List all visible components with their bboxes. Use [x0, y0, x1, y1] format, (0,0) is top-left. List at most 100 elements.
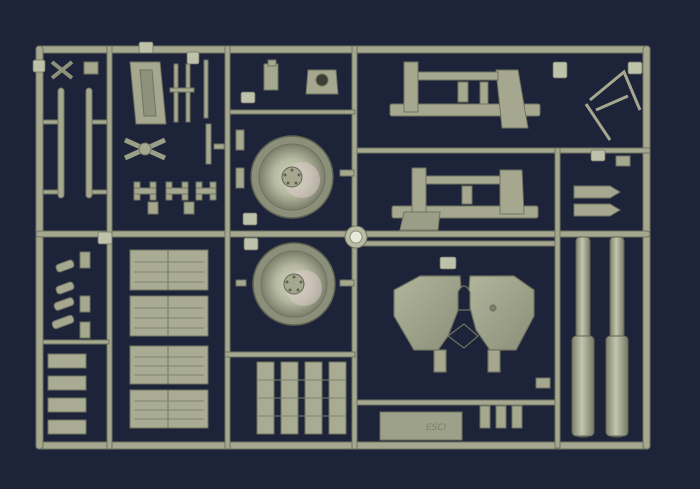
sprue-tag: [97, 231, 113, 245]
small-bracket: [205, 123, 212, 165]
track-plate: [167, 389, 209, 429]
barrel-breech: [571, 335, 595, 437]
shell: [573, 185, 621, 199]
barrel-breech: [605, 335, 629, 437]
barrels: [571, 236, 629, 438]
idler-wheel: [344, 225, 368, 249]
gun-carriage-lower: [391, 167, 539, 231]
small-block: [83, 61, 99, 75]
runner-horizontal-right-2: [356, 240, 558, 247]
bracket-hub: [138, 142, 152, 156]
small-bar: [235, 279, 247, 287]
shield-cutout: [447, 323, 479, 349]
turret-hole: [315, 73, 329, 87]
runner-horizontal-lower: [224, 351, 356, 358]
carriage-bracket: [495, 69, 529, 129]
carriage-arm: [403, 61, 419, 113]
runner-vertical-b: [224, 45, 231, 450]
rod-gate: [91, 189, 108, 195]
sprue-tag: [439, 256, 457, 270]
peg: [55, 281, 75, 295]
small-block: [147, 201, 159, 215]
frame-right: [642, 45, 651, 450]
small-bar: [235, 129, 245, 151]
gun-shield: [393, 275, 535, 373]
lower-right-parts: [479, 377, 551, 429]
rod-gate: [42, 189, 59, 195]
small-bar: [339, 169, 355, 177]
manufacturer-text: ESCI: [426, 423, 447, 433]
small-part: [479, 405, 491, 429]
hub-bolts: [285, 275, 303, 292]
sprue-tag: [242, 212, 258, 226]
track-link: [47, 419, 87, 435]
brace-parts: [584, 69, 642, 141]
small-cylinder: [461, 185, 473, 205]
small-part: [495, 405, 507, 429]
sprue-tag: [240, 91, 256, 104]
link-parts: [133, 181, 217, 215]
hub-bolts: [283, 168, 301, 185]
h-link: [165, 181, 189, 201]
rod-gate: [91, 119, 108, 125]
small-link: [615, 155, 631, 167]
h-link: [133, 181, 157, 201]
runner-horizontal-bottom-right: [356, 399, 558, 406]
road-wheel-upper: [250, 135, 334, 219]
sprue-tag: [186, 51, 200, 65]
peg-post: [79, 295, 91, 313]
track-plate: [129, 295, 171, 337]
small-bar: [235, 167, 245, 189]
small-part: [535, 377, 551, 389]
shield-notch: [457, 285, 471, 311]
column-grooves: [257, 379, 346, 417]
bracket-rod: [173, 63, 179, 123]
frame-top: [35, 45, 651, 54]
bracket-rod: [203, 59, 209, 119]
frame-left: [35, 45, 44, 450]
peg: [51, 314, 75, 330]
wheel-area-parts: [235, 59, 355, 287]
track-plate: [167, 249, 209, 291]
sprue-tag: [627, 61, 643, 75]
chute-fold: [139, 69, 157, 117]
small-box: [263, 63, 279, 91]
track-link: [47, 353, 87, 369]
brace: [589, 69, 642, 111]
peg-post: [79, 321, 91, 339]
shield-mount: [487, 349, 501, 373]
brace: [595, 94, 629, 112]
small-cylinder: [479, 81, 489, 105]
runner-short-b: [42, 339, 110, 345]
track-plates-left: [129, 249, 209, 429]
small-bracket: [213, 143, 225, 150]
track-plate: [129, 389, 171, 429]
small-bar: [339, 279, 355, 287]
track-plate: [167, 295, 209, 337]
bracket-parts: [123, 59, 225, 165]
shield-right: [467, 275, 535, 351]
runner-horizontal-right: [356, 147, 651, 154]
peg: [53, 297, 75, 311]
track-plate: [129, 249, 171, 291]
runner-vertical-a: [106, 45, 113, 450]
plate-grooves: [134, 261, 204, 420]
road-wheel-lower: [252, 242, 336, 326]
gun-carriage-upper: [389, 61, 541, 129]
track-columns: [256, 361, 347, 435]
small-part: [511, 405, 523, 429]
sprue-tag: [243, 237, 259, 251]
peg: [55, 259, 75, 273]
track-link: [47, 375, 87, 391]
shield-mount: [433, 349, 447, 373]
carriage-bracket: [499, 169, 525, 215]
track-links-left: [47, 353, 87, 435]
manufacturer-plate: ESCI: [379, 411, 463, 441]
track-plate: [129, 345, 171, 385]
bracket-rod: [185, 63, 191, 123]
track-plate: [167, 345, 209, 385]
brace: [584, 103, 612, 141]
h-link: [195, 181, 217, 201]
small-cylinder: [457, 81, 469, 103]
